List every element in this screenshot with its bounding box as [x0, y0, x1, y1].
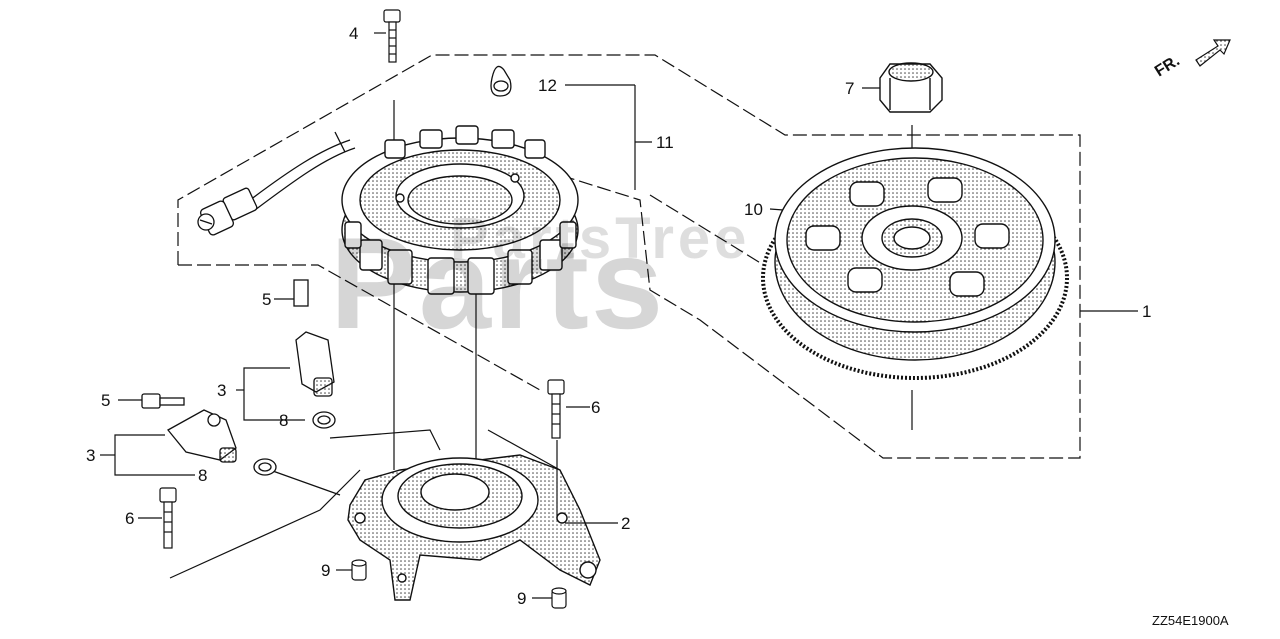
callout-4: 4	[349, 24, 359, 43]
callout-9-left: 9	[321, 561, 331, 580]
pulser-coil-upper	[293, 279, 336, 429]
callout-12: 12	[538, 76, 557, 95]
callout-8-lower: 8	[198, 466, 208, 485]
callout-9-right: 9	[517, 589, 527, 608]
callout-11: 11	[656, 133, 674, 152]
callout-6-right: 6	[591, 398, 601, 417]
callout-1: 1	[1142, 302, 1152, 321]
nut-7	[879, 62, 943, 113]
callout-2: 2	[621, 514, 631, 533]
callout-8-upper: 8	[279, 411, 289, 430]
callout-5-upper: 5	[262, 290, 272, 309]
diagram-code: ZZ54E1900A	[1152, 613, 1229, 628]
callout-10: 10	[744, 200, 763, 219]
callout-5-lower: 5	[101, 391, 111, 410]
bolt-4	[383, 9, 401, 63]
dowel-pin-left	[351, 559, 367, 581]
callout-7: 7	[845, 79, 855, 98]
bolt-6-left	[159, 487, 177, 549]
bolt-6-right	[547, 379, 565, 439]
flywheel-10	[761, 147, 1069, 380]
pulser-coil-lower	[141, 393, 277, 476]
callout-3-upper: 3	[217, 381, 227, 400]
wire-harness	[197, 131, 356, 236]
clip-12	[490, 65, 512, 97]
stator-11	[341, 125, 579, 295]
callout-3-lower: 3	[86, 446, 96, 465]
callout-6-left: 6	[125, 509, 135, 528]
front-arrow-icon	[1195, 39, 1231, 67]
dowel-pin-right	[551, 587, 567, 609]
stator-base-2	[347, 454, 601, 601]
